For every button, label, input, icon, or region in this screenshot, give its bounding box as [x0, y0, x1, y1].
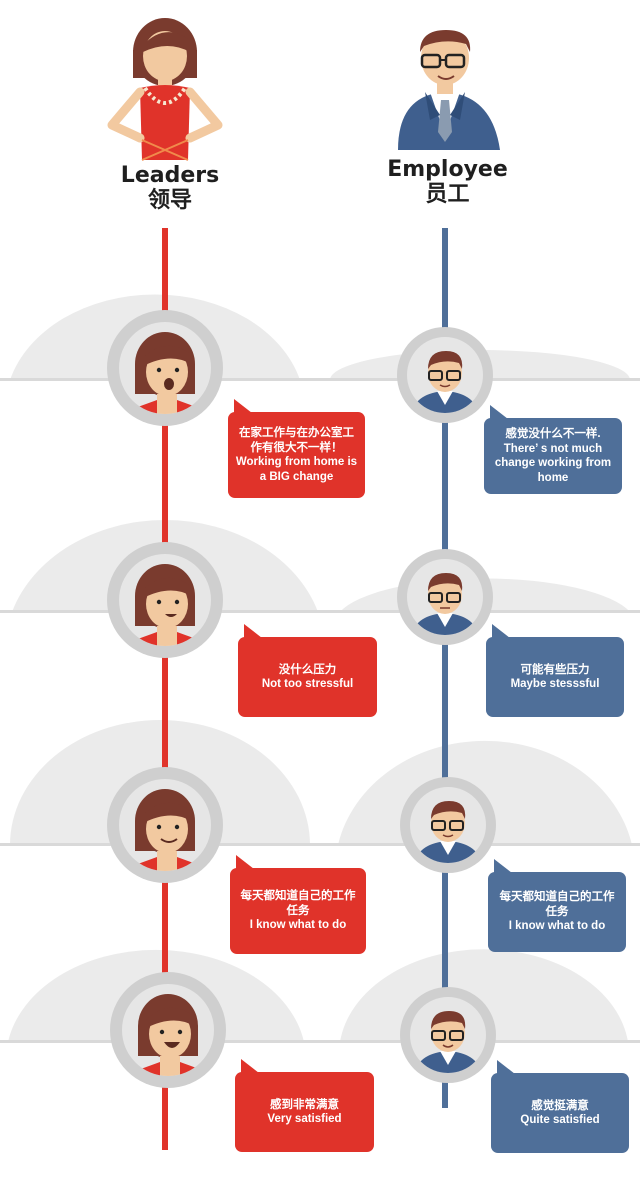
- employee-bubble-2-en: Maybe stesssful: [510, 678, 600, 690]
- employee-bubble-2: 可能有些压力 Maybe stesssful: [486, 624, 624, 717]
- leader-figure: [107, 18, 223, 161]
- leader-bubble-1-zh: 在家工作与在办公室工作有很大不一样！: [239, 427, 354, 454]
- employee-avatar-4: [400, 987, 496, 1083]
- floor-line: [0, 843, 640, 846]
- employee-title-en: Employee: [387, 157, 508, 182]
- employee-bubble-1-zh: 感觉没什么不一样.: [505, 428, 601, 440]
- floor-line: [0, 378, 640, 381]
- employee-bubble-3-en: I know what to do: [508, 920, 606, 933]
- employee-bubble-2-zh: 可能有些压力: [520, 663, 590, 676]
- employee-bubble-1: 感觉没什么不一样. There’ s not much change worki…: [484, 405, 622, 494]
- leader-bubble-4-zh: 感到非常满意: [270, 1098, 339, 1111]
- employee-title: Employee 员工: [375, 157, 520, 207]
- employee-avatar-2: [397, 549, 493, 645]
- leader-avatar-2: [107, 542, 223, 658]
- employee-bubble-4: 感觉挺满意 Quite satisfied: [491, 1060, 629, 1153]
- leader-bubble-1: 在家工作与在办公室工作有很大不一样！ Working from home is …: [228, 399, 365, 498]
- employee-bubble-3: 每天都知道自己的工作任务 I know what to do: [488, 859, 626, 952]
- leader-avatar-4: [110, 972, 226, 1088]
- floor-line: [0, 610, 640, 613]
- leader-avatar-3: [107, 767, 223, 883]
- employee-bubble-1-en: There’ s not much change working from ho…: [494, 442, 612, 484]
- leaders-title: Leaders 领导: [105, 163, 235, 213]
- employee-title-zh: 员工: [425, 181, 470, 207]
- employee-bubble-3-zh: 每天都知道自己的工作任务: [499, 891, 615, 918]
- employee-avatar-1: [397, 327, 493, 423]
- leader-timeline: [162, 228, 168, 1150]
- leader-bubble-2-en: Not too stressful: [261, 678, 354, 690]
- leader-avatar-1: [107, 310, 223, 426]
- floor-line: [0, 1040, 640, 1043]
- leader-bubble-2: 没什么压力 Not too stressful: [238, 624, 377, 717]
- leaders-title-en: Leaders: [120, 163, 220, 188]
- leaders-title-zh: 领导: [147, 187, 192, 213]
- employee-timeline: [442, 228, 448, 1108]
- employee-bubble-4-en: Quite satisfied: [520, 1114, 600, 1126]
- employee-figure: [398, 30, 500, 150]
- employee-bubble-4-zh: 感觉挺满意: [531, 1099, 589, 1112]
- leader-bubble-3-en: I know what to do: [249, 919, 347, 932]
- employee-avatar-3: [400, 777, 496, 873]
- leader-bubble-2-zh: 没什么压力: [278, 663, 337, 676]
- leader-bubble-4: 感到非常满意 Very satisfied: [235, 1059, 374, 1152]
- leader-bubble-3-zh: 每天都知道自己的工作任务: [240, 890, 356, 917]
- leader-bubble-4-en: Very satisfied: [267, 1113, 342, 1125]
- leader-bubble-1-en: Working from home is a BIG change: [235, 456, 358, 483]
- leader-bubble-3: 每天都知道自己的工作任务 I know what to do: [230, 855, 366, 954]
